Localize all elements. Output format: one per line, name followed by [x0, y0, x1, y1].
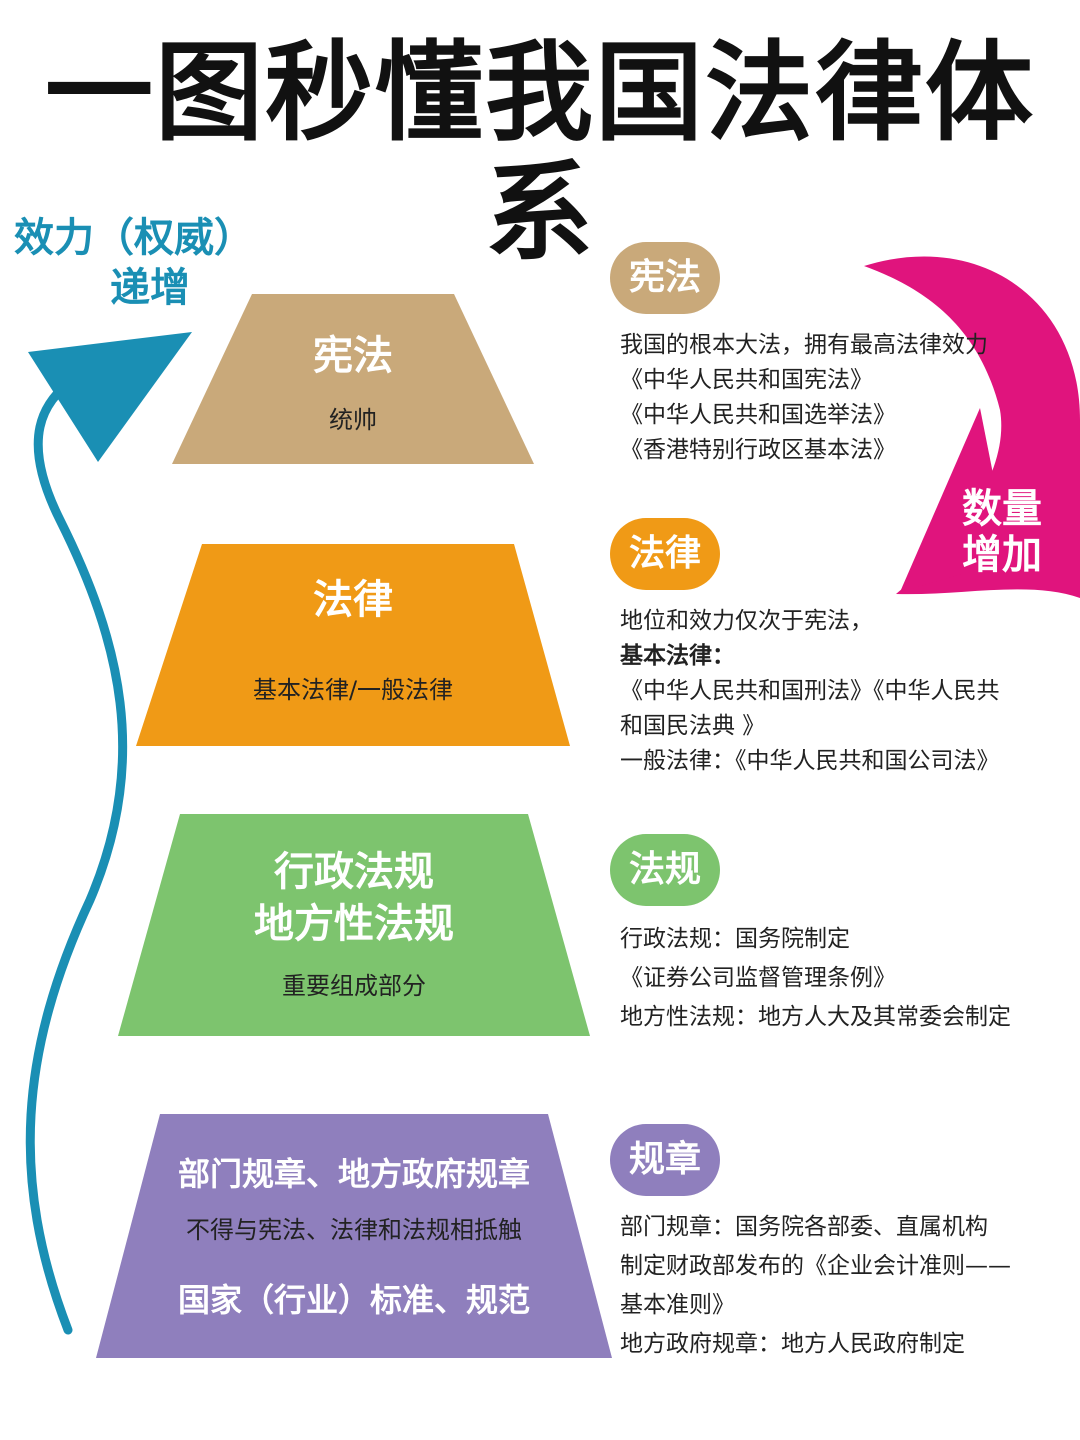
authority-label-increase: 递增: [110, 265, 190, 311]
tag-law: 法律: [610, 518, 720, 590]
desc-line: 一般法律：《中华人民共和国公司法》: [620, 748, 1000, 774]
desc-line: 我国的根本大法，拥有最高法律效力: [620, 332, 988, 358]
authority-label: 效力（权威）: [14, 215, 254, 261]
desc-law: 地位和效力仅次于宪法， 基本法律： 《中华人民共和国刑法》《中华人民共 和国民法…: [620, 604, 1060, 779]
quantity-increase-arrow: [864, 256, 1080, 598]
desc-line: 基本准则》: [620, 1292, 735, 1318]
tier-rule-sub: 国家（行业）标准、规范: [177, 1281, 530, 1319]
tier-rule-shape: [96, 1114, 612, 1358]
desc-line: 《中华人民共和国宪法》: [620, 367, 873, 393]
tier-regulation-title-1: 行政法规: [274, 849, 434, 895]
tier-rule-note: 不得与宪法、法律和法规相抵触: [186, 1216, 522, 1244]
desc-line: 《证券公司监督管理条例》: [620, 965, 896, 991]
tier-law-title: 法律: [313, 577, 393, 623]
tier-constitution-shape: [172, 294, 534, 464]
desc-line: 部门规章：国务院各部委、直属机构: [620, 1214, 988, 1240]
tier-law-sub: 基本法律/一般法律: [252, 676, 454, 704]
quantity-label-line1: 数量: [962, 486, 1042, 532]
tier-law-shape: [136, 544, 570, 746]
tier-regulation-shape: [118, 814, 590, 1036]
page-title: 一图秒懂我国法律体系: [44, 31, 1035, 276]
desc-line: 地方政府规章：地方人民政府制定: [620, 1331, 965, 1357]
desc-line: 和国民法典 》: [620, 713, 766, 739]
desc-constitution: 我国的根本大法，拥有最高法律效力 《中华人民共和国宪法》 《中华人民共和国选举法…: [620, 328, 1060, 468]
tier-constitution: 宪法 统帅: [172, 294, 534, 464]
desc-line: 制定财政部发布的《企业会计准则——: [620, 1253, 1011, 1279]
tier-regulation-sub: 重要组成部分: [282, 972, 426, 1000]
desc-line: 基本法律：: [620, 643, 735, 669]
quantity-label: 数量 增加: [952, 486, 1052, 578]
desc-line: 行政法规：国务院制定: [620, 926, 850, 952]
tag-constitution: 宪法: [610, 242, 720, 314]
quantity-label-line2: 增加: [962, 532, 1042, 578]
desc-line: 地位和效力仅次于宪法，: [620, 608, 873, 634]
tag-rule: 规章: [610, 1124, 720, 1196]
authority-increase-arrow: [25, 332, 192, 1335]
tier-constitution-sub: 统帅: [329, 406, 377, 434]
tier-rule-title: 部门规章、地方政府规章: [177, 1155, 530, 1193]
tier-constitution-title: 宪法: [313, 333, 393, 379]
tag-regulation: 法规: [610, 834, 720, 906]
desc-regulation: 行政法规：国务院制定 《证券公司监督管理条例》 地方性法规：地方人大及其常委会制…: [620, 920, 1060, 1037]
desc-line: 地方性法规：地方人大及其常委会制定: [620, 1004, 1011, 1030]
tier-regulation-title-2: 地方性法规: [254, 901, 454, 947]
desc-line: 《香港特别行政区基本法》: [620, 437, 896, 463]
tier-rule: 部门规章、地方政府规章 不得与宪法、法律和法规相抵触 国家（行业）标准、规范: [96, 1114, 612, 1358]
tier-law: 法律 基本法律/一般法律: [136, 544, 570, 746]
tier-regulation: 行政法规 地方性法规 重要组成部分: [118, 814, 590, 1036]
desc-line: 《中华人民共和国选举法》: [620, 402, 896, 428]
desc-rule: 部门规章：国务院各部委、直属机构 制定财政部发布的《企业会计准则—— 基本准则》…: [620, 1208, 1060, 1364]
desc-line: 《中华人民共和国刑法》《中华人民共: [620, 678, 1000, 704]
